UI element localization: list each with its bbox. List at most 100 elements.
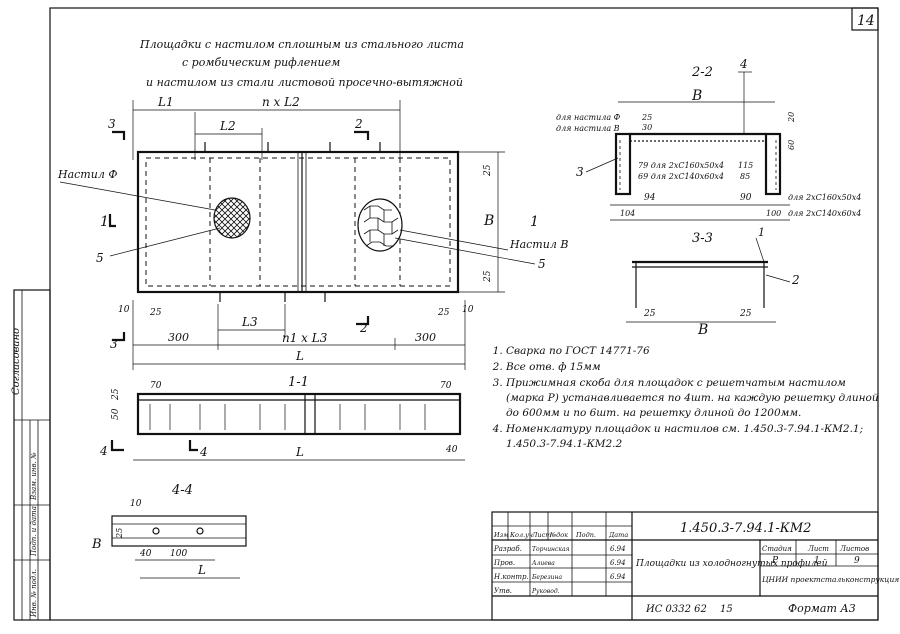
section-2-2: 2-2 4 B для настила Ф для настила В 25 3… <box>556 57 861 221</box>
sec22-d30: 30 <box>642 123 652 132</box>
sec44-d40: 40 <box>139 549 152 559</box>
plan-dim-nL2: n x L2 <box>262 95 300 109</box>
sec11-d50: 50 <box>111 408 121 420</box>
stamp-head-5: Дата <box>608 531 628 539</box>
plan-label-nastil-f: Настил Ф <box>57 168 117 181</box>
sec22-callout-3: 3 <box>576 165 584 179</box>
sec22-d90: 90 <box>740 193 752 203</box>
side-stamp-agreed: Согласовано <box>11 328 22 395</box>
sec33-d25-r: 25 <box>739 309 752 319</box>
general-notes: Сварка по ГОСТ 14771-76 Все отв. ф 15мм … <box>492 344 887 453</box>
sec44-dim-B: B <box>91 537 102 552</box>
plan-nastil-f-fill <box>213 197 251 239</box>
plan-sec-3-bot: 3 <box>110 337 118 351</box>
sec33-title: 3-3 <box>692 231 713 246</box>
sec22-d20: 20 <box>787 112 796 123</box>
sec11-d70-r: 70 <box>440 381 452 391</box>
sheet-number: 14 <box>857 13 875 29</box>
stamp-name-3: Руковод. <box>531 588 560 595</box>
sec44-d25: 25 <box>115 528 124 539</box>
sec22-d25: 25 <box>641 113 652 122</box>
sec22-dim-B: B <box>691 88 702 104</box>
sec33-callout-1: 1 <box>758 226 765 239</box>
plan-label-nastil-v: Настил В <box>509 238 568 251</box>
plan-sec-2-bot: 2 <box>359 321 368 335</box>
sec22-prof2: для 2хС140х60х4 <box>788 209 861 218</box>
stamp-stage: Р <box>771 556 779 566</box>
stamp-sheet: 1 <box>814 556 820 566</box>
side-stamp: Согласовано Взам. инв. № Подп. и дата Ин… <box>11 289 51 621</box>
plan-dim-n1L3: n1 x L3 <box>282 331 328 345</box>
section-3-3: 3-3 1 2 25 25 B <box>626 226 800 338</box>
plan-nastil-v-fill <box>357 198 403 252</box>
plan-dim-B: B <box>483 213 494 229</box>
side-stamp-field-1: Взам. инв. № <box>30 452 38 501</box>
stamp-org: ЦНИИ проектстальконструкция <box>762 575 899 584</box>
stamp-name: Площадки из холодногнутых профилей <box>635 559 828 569</box>
stamp-role-1: Пров. <box>493 559 515 567</box>
sec11-sec4-l: 4 <box>99 444 108 458</box>
sec22-prof1: для 2хС160х50х4 <box>788 193 861 202</box>
stamp-name-1: Алиева <box>531 560 555 567</box>
sec22-d115: 115 <box>738 161 753 170</box>
drawing-title-line-2: с ромбическим рифлением <box>182 56 340 69</box>
stamp-role-3: Утв. <box>494 587 512 595</box>
sec22-d94: 94 <box>644 193 656 203</box>
plan-view: L1 n x L2 L2 3 2 1 1 <box>57 95 568 370</box>
sec22-callout-4: 4 <box>739 57 748 71</box>
plan-dim-10-a: 10 <box>118 305 130 315</box>
plan-callout-5-right: 5 <box>538 257 546 271</box>
stamp-name-0: Торчинская <box>532 546 570 553</box>
sec22-note-v: для настила В <box>556 124 620 133</box>
stamp-head-1: Кол.уч <box>509 531 533 539</box>
stamp-date-0: 6.94 <box>610 545 626 553</box>
plan-dim-L3: L3 <box>241 315 258 329</box>
stamp-head-0: Изм <box>493 531 509 539</box>
note-3: Прижимная скоба для площадок с решетчаты… <box>506 376 887 421</box>
plan-dim-25-a: 25 <box>483 164 493 177</box>
plan-sec-1-left: 1 <box>100 214 109 230</box>
note-4: Номенклатуру площадок и настилов см. 1.4… <box>506 422 887 452</box>
title-block: Изм Кол.уч Лист №док Подп. Дата Разраб. … <box>491 511 899 621</box>
stamp-head-2: Лист <box>531 531 551 539</box>
sec22-d85: 85 <box>740 172 750 181</box>
stamp-code: 1.450.3-7.94.1-КМ2 <box>680 521 811 536</box>
plan-dim-300-right: 300 <box>415 331 436 344</box>
sec33-dim-B: B <box>697 322 708 338</box>
stamp-stage-h: Стадия <box>762 545 792 553</box>
plan-dim-L1: L1 <box>157 95 174 109</box>
stamp-head-3: №док <box>549 531 568 539</box>
sec11-d70-l: 70 <box>150 381 162 391</box>
sec22-d100: 100 <box>766 209 781 218</box>
note-2: Все отв. ф 15мм <box>506 360 887 375</box>
sec22-note-f: для настила Ф <box>556 113 621 122</box>
sec33-callout-2: 2 <box>791 273 800 287</box>
sec22-row2: 69 для 2хС140х60х4 <box>638 172 724 181</box>
stamp-role-0: Разраб. <box>493 545 522 553</box>
plan-dim-25-c: 25 <box>149 308 162 318</box>
sheet-number-box <box>851 7 879 31</box>
plan-sec-3-top: 3 <box>108 117 116 131</box>
drawing-title-line-1: Площадки с настилом сплошным из стальног… <box>139 38 464 51</box>
plan-dim-10-b: 10 <box>462 305 474 315</box>
plan-dim-25-d: 25 <box>437 308 450 318</box>
sec44-title: 4-4 <box>171 483 193 498</box>
sec22-title: 2-2 <box>691 65 713 80</box>
stamp-head-4: Подп. <box>575 531 596 539</box>
stamp-sheet-h: Лист <box>807 545 829 553</box>
plan-dim-L: L <box>295 349 304 363</box>
stamp-bottom-num: 15 <box>720 604 733 615</box>
note-1: Сварка по ГОСТ 14771-76 <box>506 344 887 359</box>
plan-sec-1-right: 1 <box>530 214 539 230</box>
side-stamp-field-2: Подп. и дата <box>30 506 38 557</box>
sec11-title: 1-1 <box>288 375 309 390</box>
stamp-sheets-h: Листов <box>839 545 869 553</box>
plan-dim-25-b: 25 <box>483 270 493 283</box>
stamp-name-2: Березина <box>531 574 562 581</box>
sec11-dim-L: L <box>295 445 304 459</box>
side-stamp-field-3: Инв. № подл. <box>30 569 38 618</box>
plan-dim-300-left: 300 <box>168 331 189 344</box>
sec44-dim-L: L <box>197 563 206 577</box>
sec44-d10: 10 <box>130 499 142 509</box>
